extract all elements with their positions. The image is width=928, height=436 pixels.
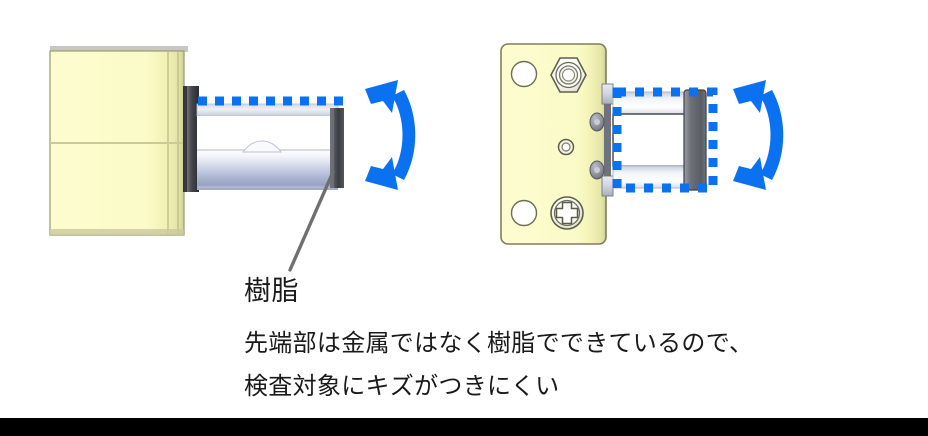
side-view-group: [49, 46, 416, 272]
small-ring: [557, 138, 575, 156]
phillips-screw: [550, 196, 584, 230]
caption-line-1: 先端部は金属ではなく樹脂でできているので、: [244, 329, 754, 357]
bracket-pin-lower: [589, 160, 605, 180]
front-resin-cap: [683, 89, 707, 191]
selection-dashed-box-front: [612, 87, 718, 193]
probe-barrel: [197, 149, 338, 190]
probe-upper-plate: [196, 103, 339, 117]
body-top-edge-shading: [50, 46, 188, 52]
mounting-hole-bottom: [510, 199, 538, 227]
bracket-pin-upper: [589, 112, 605, 132]
bottom-black-bar: [0, 418, 928, 436]
mounting-hole-top: [510, 60, 538, 88]
probe-dome-feature: [242, 140, 282, 153]
rotation-arrow-side: [365, 80, 416, 190]
bracket-edge-strip: [604, 104, 611, 176]
front-barrel-face: [612, 113, 692, 167]
bracket-tab-top: [601, 83, 614, 105]
resin-tip-highlight: [330, 108, 334, 188]
bracket-tab-bottom: [601, 175, 614, 197]
front-view-group: [500, 43, 784, 245]
hex-nut: [550, 57, 587, 93]
rotation-arrow-front: [733, 80, 784, 190]
resin-callout-label: 樹脂: [244, 276, 299, 307]
caption-line-2: 検査対象にキズがつきにくい: [244, 372, 560, 400]
body-bottom-edge-shading: [50, 229, 184, 235]
probe-collar-shadow: [183, 86, 187, 192]
resin-leader-line: [288, 170, 335, 272]
